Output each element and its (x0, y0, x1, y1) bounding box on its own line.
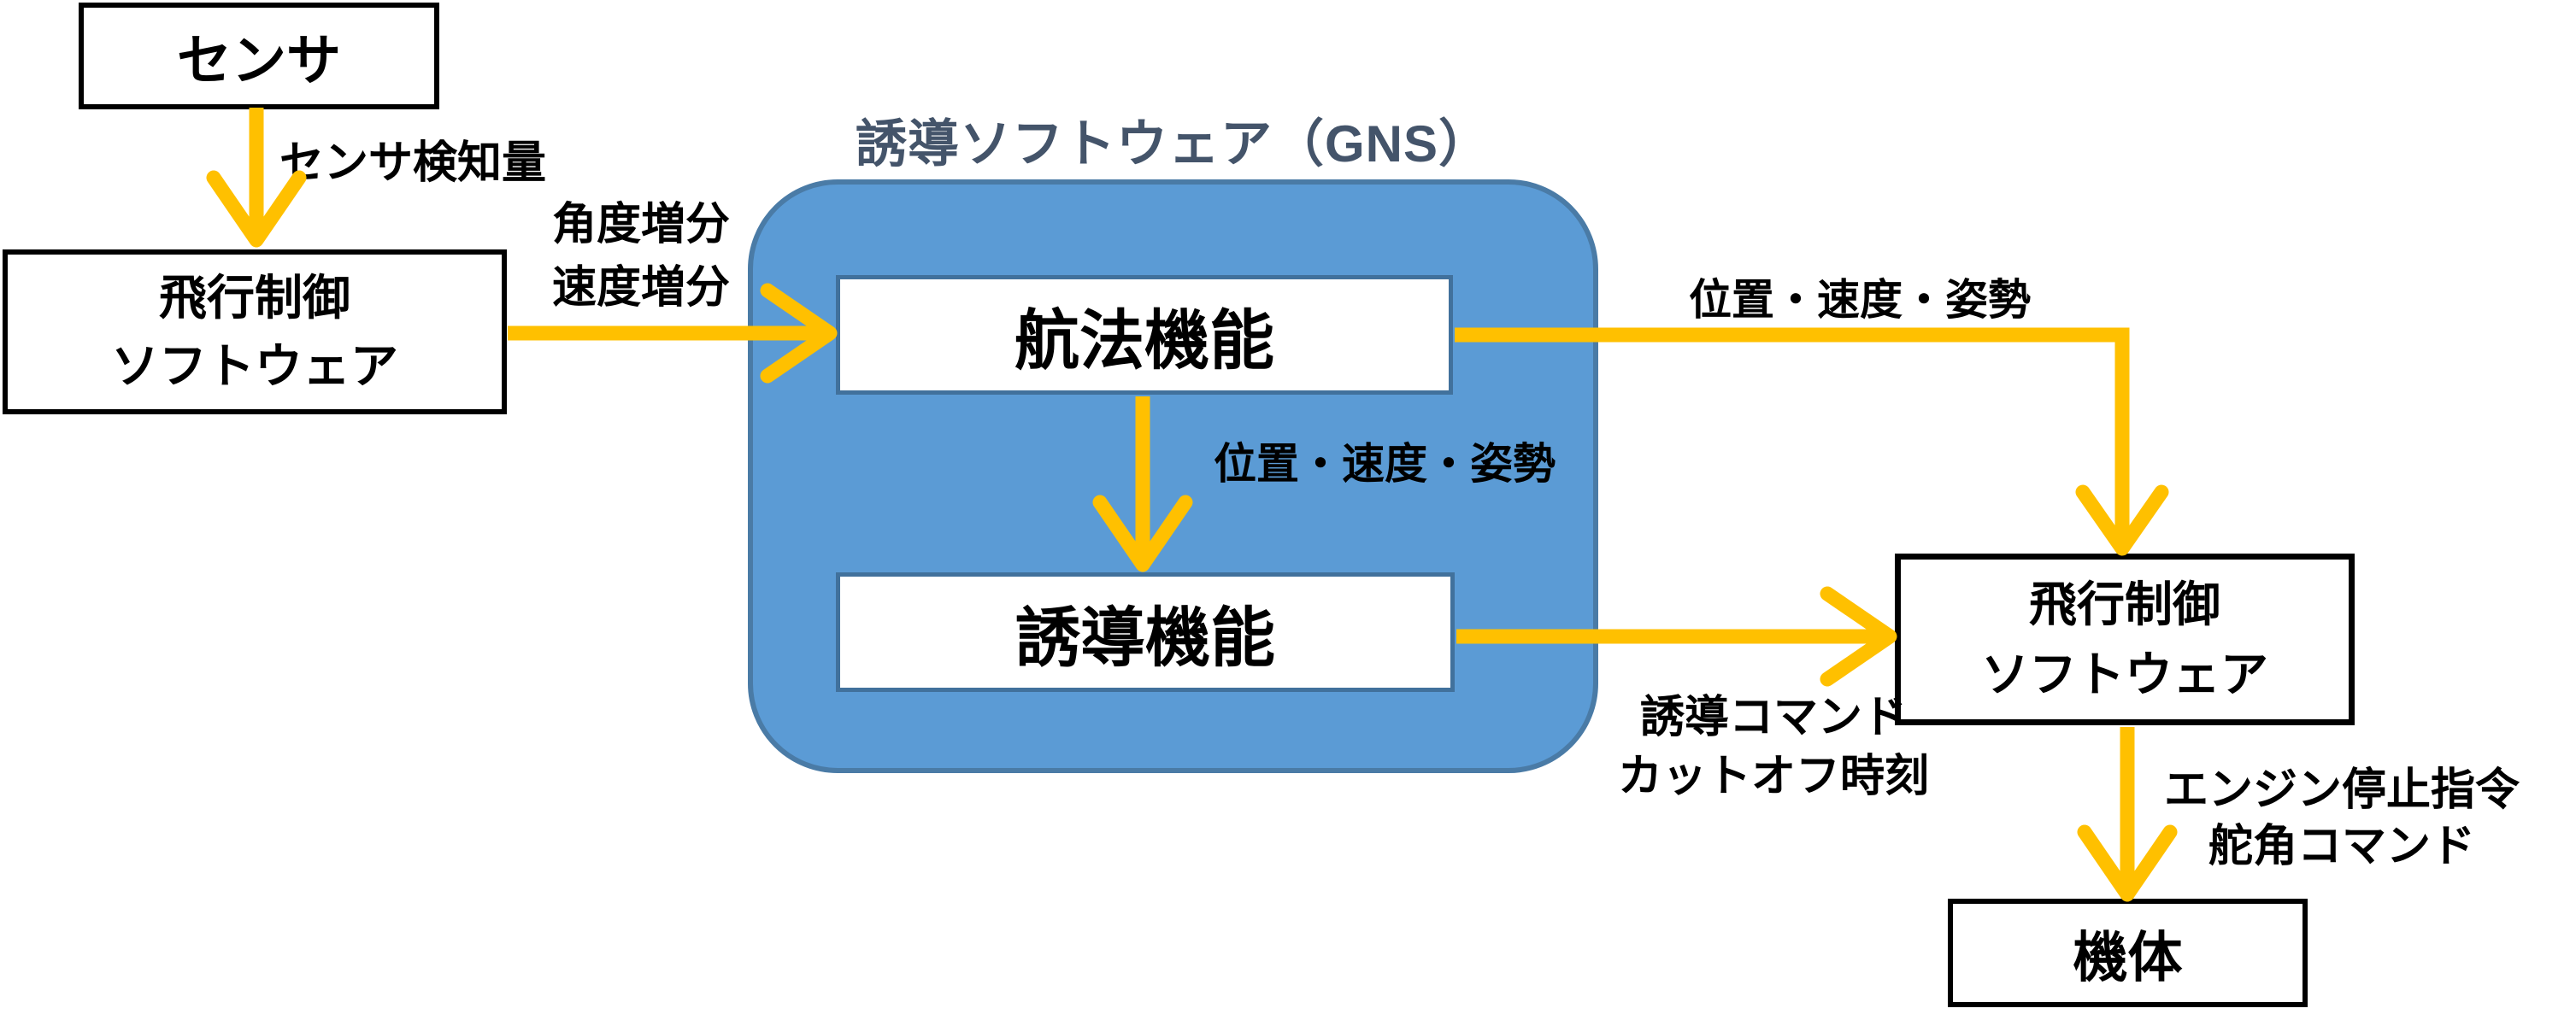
node-flight-control-right-line2: ソフトウェア (1981, 647, 2268, 701)
label-sensor-detection: センサ検知量 (279, 138, 547, 188)
label-angle-velocity-increment: 角度増分 速度増分 (551, 200, 730, 313)
label-engine-stop-rudder: エンジン停止指令 舵角コマンド (2163, 765, 2520, 871)
label-pos-vel-attitude-right: 位置・速度・姿勢 (1689, 276, 2031, 324)
label-guidance-command-cutoff: 誘導コマンド カットオフ時刻 (1617, 693, 1929, 801)
node-vehicle-label: 機体 (2073, 926, 2183, 988)
node-flight-control-right-line1: 飛行制御 (2029, 577, 2220, 631)
gns-title: 誘導ソフトウェア（GNS） (855, 115, 1491, 173)
node-sensor: センサ (79, 3, 439, 109)
node-sensor-label: センサ (177, 29, 341, 91)
node-flight-control-left-line1: 飛行制御 (159, 270, 350, 325)
label-pos-vel-attitude-inner: 位置・速度・姿勢 (1214, 440, 1556, 488)
node-guidance-function: 誘導機能 (836, 572, 1455, 692)
node-guidance-function-label: 誘導機能 (1015, 602, 1275, 675)
node-flight-control-right: 飛行制御 ソフトウェア (1895, 554, 2355, 725)
node-navigation-function: 航法機能 (836, 275, 1453, 395)
node-flight-control-left: 飛行制御 ソフトウェア (3, 249, 507, 414)
node-navigation-function-label: 航法機能 (1015, 305, 1274, 378)
node-flight-control-left-line2: ソフトウェア (111, 338, 398, 393)
node-vehicle: 機体 (1948, 899, 2308, 1007)
